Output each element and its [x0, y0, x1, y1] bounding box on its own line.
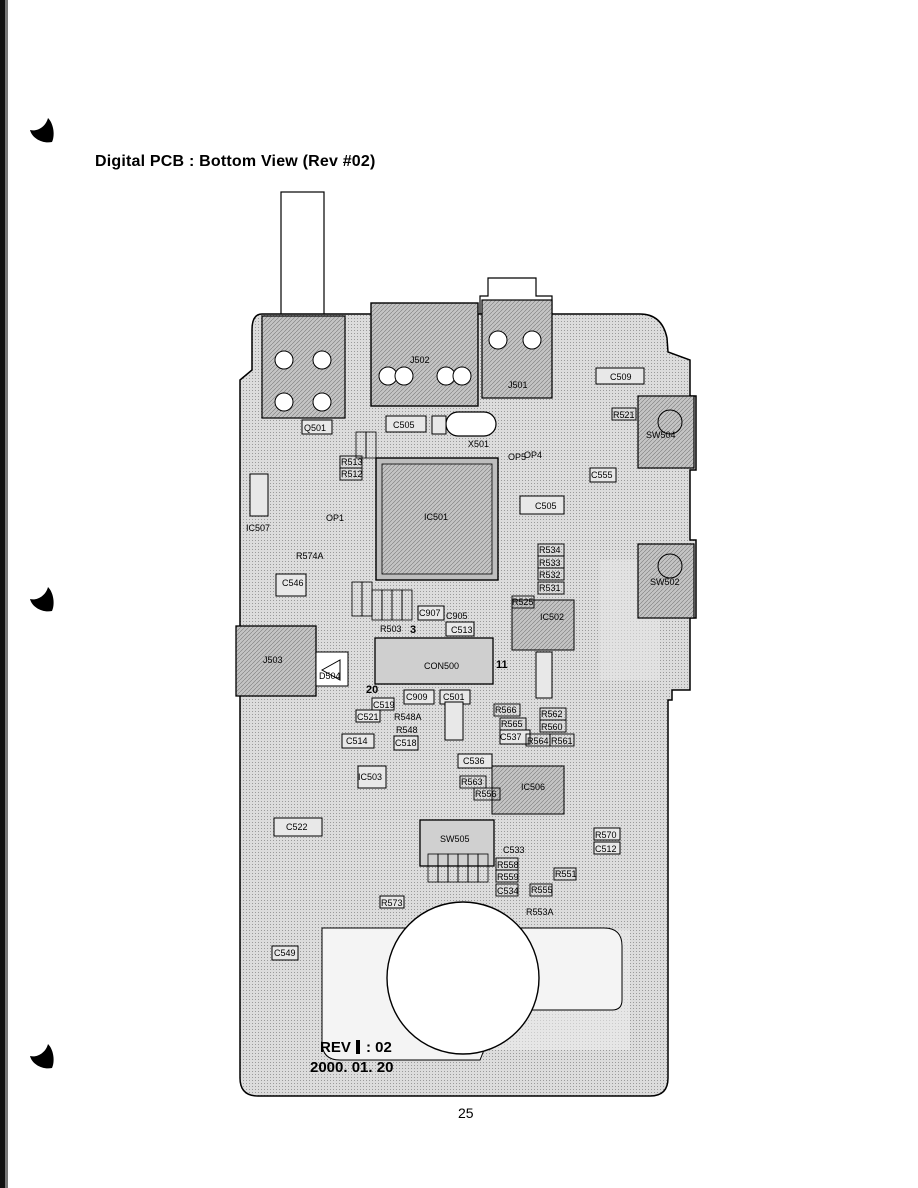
label-c537: C537 [500, 732, 522, 742]
label-ic507: IC507 [246, 523, 270, 533]
label-c546: C546 [282, 578, 304, 588]
label-ic501: IC501 [424, 512, 448, 522]
label-sw504: SW504 [646, 430, 676, 440]
label-r513: R513 [341, 457, 363, 467]
antenna-outline [280, 191, 325, 318]
label-r521: R521 [613, 410, 635, 420]
label-r531: R531 [539, 583, 561, 593]
label-c555: C555 [591, 470, 613, 480]
binder-mark-bottom [30, 1044, 54, 1069]
j502-connector [370, 302, 479, 407]
label-sw505: SW505 [440, 834, 470, 844]
label-c533: C533 [503, 845, 525, 855]
label-r562: R562 [541, 709, 563, 719]
label-r512: R512 [341, 469, 363, 479]
label-r566: R566 [495, 705, 517, 715]
label-r565: R565 [501, 719, 523, 729]
con500-connector [374, 637, 494, 685]
label-c509: C509 [610, 372, 632, 382]
label-op4: OP4 [524, 450, 542, 460]
label-c513: C513 [451, 625, 473, 635]
revision-date: 2000. 01. 20 [310, 1059, 393, 1076]
label-r570: R570 [595, 830, 617, 840]
j501-connector [481, 299, 553, 399]
label-q501: Q501 [304, 423, 326, 433]
label-r553a: R553A [526, 907, 554, 917]
label-c505: C505 [393, 420, 415, 430]
label-c549: C549 [274, 948, 296, 958]
x501-crystal [445, 411, 497, 437]
label-c907: C907 [419, 608, 441, 618]
label-c905: C905 [446, 611, 468, 621]
label-r574a: R574A [296, 551, 324, 561]
label-c521: C521 [357, 712, 379, 722]
page-left-edge-shadow [5, 0, 8, 1188]
label-r563: R563 [461, 777, 483, 787]
label-r564: R564 [527, 736, 549, 746]
label-r503: R503 [380, 624, 402, 634]
label-ic503: IC503 [358, 772, 382, 782]
label-r551: R551 [555, 869, 577, 879]
top-left-connector [261, 315, 346, 419]
label-op5: OP5 [508, 452, 526, 462]
revision-slash-mark [356, 1040, 360, 1054]
revision-label: REV [320, 1039, 351, 1056]
label-c501: C501 [443, 692, 465, 702]
label-j502: J502 [410, 355, 430, 365]
label-c519: C519 [373, 700, 395, 710]
page-left-edge [0, 0, 5, 1188]
label-r559: R559 [497, 872, 519, 882]
label-r555: R555 [531, 885, 553, 895]
binder-mark-middle [30, 587, 54, 612]
label-r548a: R548A [394, 712, 422, 722]
label-r534: R534 [539, 545, 561, 555]
ic506-chip [491, 765, 565, 815]
coin-cell [386, 901, 540, 1055]
binder-mark-top [30, 118, 54, 143]
label-c909: C909 [406, 692, 428, 702]
label-sw502: SW502 [650, 577, 680, 587]
label-r558: R558 [497, 860, 519, 870]
sw505-switch [419, 819, 495, 867]
label-op1: OP1 [326, 513, 344, 523]
label-r533: R533 [539, 558, 561, 568]
label-r556: R556 [475, 789, 497, 799]
label-c505b: C505 [535, 501, 557, 511]
label-d504: D504 [319, 671, 341, 681]
label-r560: R560 [541, 722, 563, 732]
page-number: 25 [458, 1105, 474, 1121]
label-c536: C536 [463, 756, 485, 766]
label-x501: X501 [468, 439, 489, 449]
label-c518: C518 [395, 738, 417, 748]
label-r573: R573 [381, 898, 403, 908]
label-r548: R548 [396, 725, 418, 735]
sw502-switch [637, 543, 695, 619]
label-j503: J503 [263, 655, 283, 665]
revision-number: : 02 [366, 1039, 392, 1056]
label-c512: C512 [595, 844, 617, 854]
page-title: Digital PCB : Bottom View (Rev #02) [95, 153, 376, 170]
d504-diode [315, 651, 349, 687]
label-con500: CON500 [424, 661, 459, 671]
label-r532: R532 [539, 570, 561, 580]
label-pin11: 11 [496, 659, 508, 671]
label-ic506: IC506 [521, 782, 545, 792]
label-r561: R561 [551, 736, 573, 746]
pcb-board [239, 313, 697, 1097]
label-r525: R525 [512, 597, 534, 607]
label-pin20: 20 [366, 684, 378, 696]
label-c522: C522 [286, 822, 308, 832]
sw504-switch [637, 395, 695, 469]
ic502-chip [511, 599, 575, 651]
label-ic502: IC502 [540, 612, 564, 622]
label-c534: C534 [497, 886, 519, 896]
label-j501: J501 [508, 380, 528, 390]
label-pin3: 3 [410, 624, 416, 636]
label-c514: C514 [346, 736, 368, 746]
